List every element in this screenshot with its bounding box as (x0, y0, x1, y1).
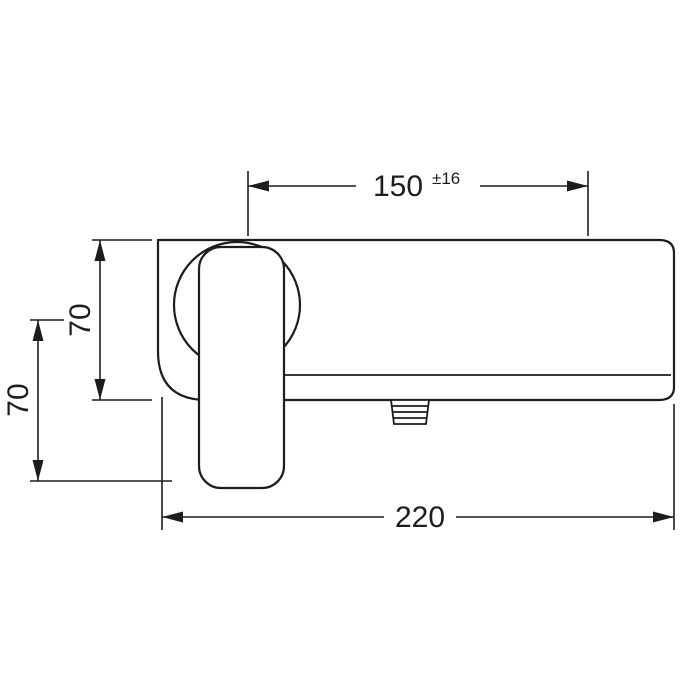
dim-overall-width-arrow-left (162, 511, 183, 523)
fixture (156, 238, 676, 490)
dim-body-height-extension-lines (92, 239, 152, 401)
dim-handle-drop: 70 (2, 319, 172, 482)
dim-body-height-arrow-top (94, 240, 106, 261)
dim-body-height-label: 70 (64, 303, 97, 336)
dim-overall-width: 220 (161, 397, 675, 534)
dim-top-width-label: 150 (373, 170, 423, 203)
dim-handle-drop-arrow-bottom (32, 460, 44, 481)
dim-overall-width-extension-lines (161, 397, 675, 530)
dim-handle-drop-arrow-top (32, 320, 44, 341)
outlet-connector (389, 399, 431, 425)
dim-body-height-arrow-bottom (94, 379, 106, 400)
dim-handle-drop-label: 70 (2, 383, 35, 416)
dim-handle-drop-extension-lines (30, 319, 172, 482)
dim-top-width: 150 ±16 (247, 169, 589, 236)
dim-overall-width-arrow-right (653, 511, 674, 523)
dim-top-width-extension-lines (247, 171, 589, 236)
dim-top-width-arrow-left (248, 180, 269, 192)
dim-body-height: 70 (64, 239, 152, 401)
dimension-annotations: 150 ±16 70 70 (2, 169, 675, 534)
lever-handle (197, 245, 286, 490)
dim-overall-width-label: 220 (395, 501, 445, 534)
dim-top-width-arrow-right (567, 180, 588, 192)
dim-top-width-tolerance-label: ±16 (432, 169, 460, 188)
outlet-thread-ridges (391, 405, 429, 419)
